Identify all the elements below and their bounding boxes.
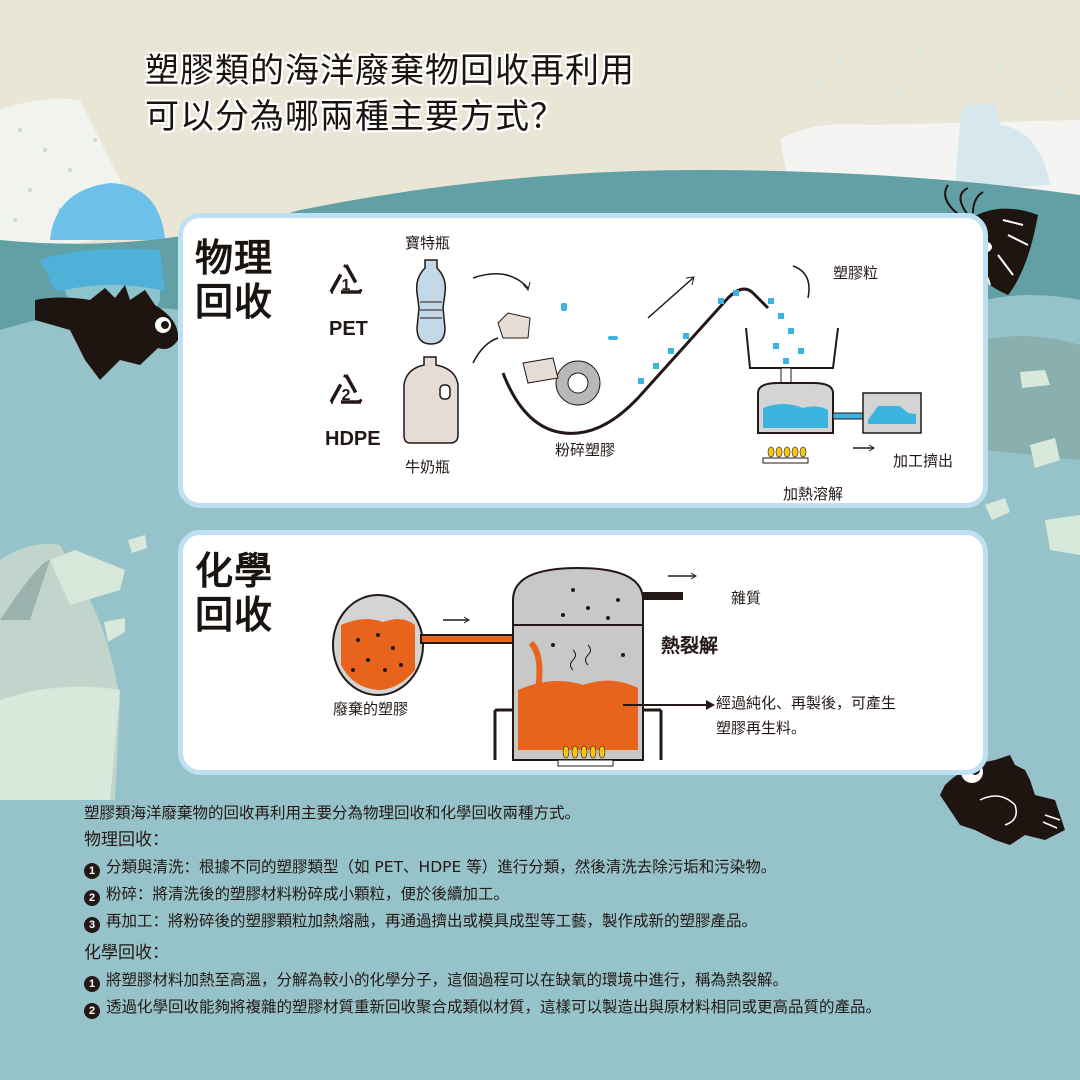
description-text: 塑膠類海洋廢棄物的回收再利用主要分為物理回收和化學回收兩種方式。 物理回收： 1… (84, 800, 1044, 1021)
number-badge-3: 3 (84, 917, 100, 933)
physical-item-2: 2 粉碎：將清洗後的塑膠材料粉碎成小顆粒，便於後續加工。 (84, 881, 1044, 908)
item-text: 將塑膠材料加熱至高溫，分解為較小的化學分子，這個過程可以在缺氧的環境中進行，稱為… (106, 971, 789, 989)
output-label-line-1: 經過純化、再製後，可產生 (716, 694, 897, 712)
item-text: 再加工：將粉碎後的塑膠顆粒加熱熔融，再通過擠出或模具成型等工藝，製作成新的塑膠產… (106, 912, 758, 930)
pet-bottle-illustration (415, 259, 447, 345)
milk-jug-illustration (403, 356, 459, 444)
svg-text:2: 2 (342, 387, 351, 404)
heat-melt-label: 加熱溶解 (783, 485, 844, 503)
chemical-recycling-heading: 化學 回收 (195, 549, 273, 637)
item-text: 透過化學回收能夠將複雜的塑膠材質重新回收聚合成類似材質，這樣可以製造出與原材料相… (106, 998, 882, 1016)
pyrolysis-illustration (332, 566, 715, 767)
chemical-recycling-subheading: 化學回收： (84, 943, 169, 963)
waste-plastic-label: 廢棄的塑膠 (333, 700, 409, 718)
output-label-line-2: 塑膠再生料。 (716, 719, 807, 737)
recycle-code-1-icon: 1 (329, 264, 363, 294)
fish-illustration-left (35, 285, 179, 380)
title-line-2: 可以分為哪兩種主要方式？ (145, 97, 565, 137)
chemical-item-2: 2 透過化學回收能夠將複雜的塑膠材質重新回收聚合成類似材質，這樣可以製造出與原材料… (84, 994, 1044, 1021)
number-badge-2: 2 (84, 1003, 100, 1019)
item-text: 粉碎：將清洗後的塑膠材料粉碎成小顆粒，便於後續加工。 (106, 885, 510, 903)
heading-line-2: 回收 (195, 593, 274, 637)
physical-recycling-subheading: 物理回收： (84, 830, 169, 850)
heading-line-1: 物理 (195, 236, 274, 280)
extrude-label: 加工擠出 (893, 452, 954, 470)
pyrolysis-label: 熱裂解 (661, 635, 719, 657)
chemical-item-1: 1 將塑膠材料加熱至高溫，分解為較小的化學分子，這個過程可以在缺氧的環境中進行，稱… (84, 967, 1044, 994)
page-title: 塑膠類的海洋廢棄物回收再利用 可以分為哪兩種主要方式？ (145, 48, 635, 140)
shredding-process-illustration (472, 265, 922, 464)
physical-item-3: 3 再加工：將粉碎後的塑膠顆粒加熱熔融，再通過擠出或模具成型等工藝，製作成新的塑膠… (84, 908, 1044, 935)
intro-text: 塑膠類海洋廢棄物的回收再利用主要分為物理回收和化學回收兩種方式。 (84, 804, 581, 822)
number-badge-1: 1 (84, 863, 100, 879)
svg-text:1: 1 (342, 277, 351, 294)
recycle-code-2-icon: 2 (329, 374, 363, 404)
hdpe-label: HDPE (325, 428, 381, 450)
physical-recycling-panel: 物理 回收 1 PET 2 HDPE 寶特瓶 牛奶瓶 (178, 213, 988, 508)
number-badge-1: 1 (84, 976, 100, 992)
title-line-1: 塑膠類的海洋廢棄物回收再利用 (145, 51, 635, 91)
pet-bottle-label: 寶特瓶 (405, 234, 451, 252)
chemical-recycling-panel: 化學 回收 廢棄的塑膠 雜質 熱裂解 經過純化、再製後，可產生 塑膠再生料。 (178, 530, 988, 775)
physical-recycling-heading: 物理 回收 (195, 236, 273, 324)
shred-plastic-label: 粉碎塑膠 (555, 441, 616, 459)
milk-jug-label: 牛奶瓶 (405, 458, 451, 476)
impurities-label: 雜質 (731, 589, 762, 607)
pet-label: PET (329, 318, 368, 340)
plastic-pellets-label: 塑膠粒 (833, 264, 879, 282)
physical-item-1: 1 分類與清洗：根據不同的塑膠類型（如 PET、HDPE 等）進行分類，然後清洗去… (84, 854, 1044, 881)
heading-line-1: 化學 (195, 549, 274, 593)
heading-line-2: 回收 (195, 280, 274, 324)
item-text: 分類與清洗：根據不同的塑膠類型（如 PET、HDPE 等）進行分類，然後清洗去除… (106, 858, 777, 876)
number-badge-2: 2 (84, 890, 100, 906)
